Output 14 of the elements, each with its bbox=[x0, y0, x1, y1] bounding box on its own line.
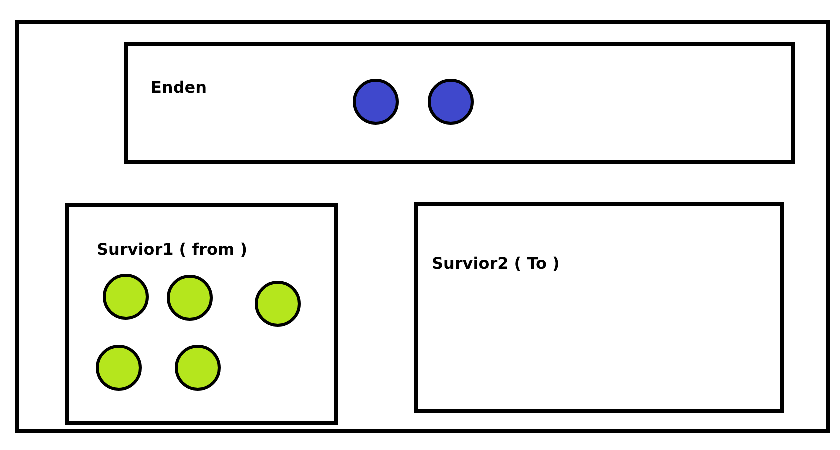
region-title: Survior1 ( from ) bbox=[97, 240, 248, 259]
object-circle bbox=[353, 79, 399, 125]
object-circle bbox=[175, 345, 221, 391]
region-title: Survior2 ( To ) bbox=[432, 254, 560, 273]
object-circle bbox=[428, 79, 474, 125]
region-title: Enden bbox=[151, 78, 208, 97]
region-box bbox=[65, 203, 338, 425]
region-box bbox=[414, 202, 784, 413]
object-circle bbox=[255, 281, 301, 327]
object-circle bbox=[96, 345, 142, 391]
object-circle bbox=[103, 274, 149, 320]
memory-region-box bbox=[15, 20, 830, 433]
object-circle bbox=[167, 275, 213, 321]
region-box bbox=[124, 42, 795, 164]
